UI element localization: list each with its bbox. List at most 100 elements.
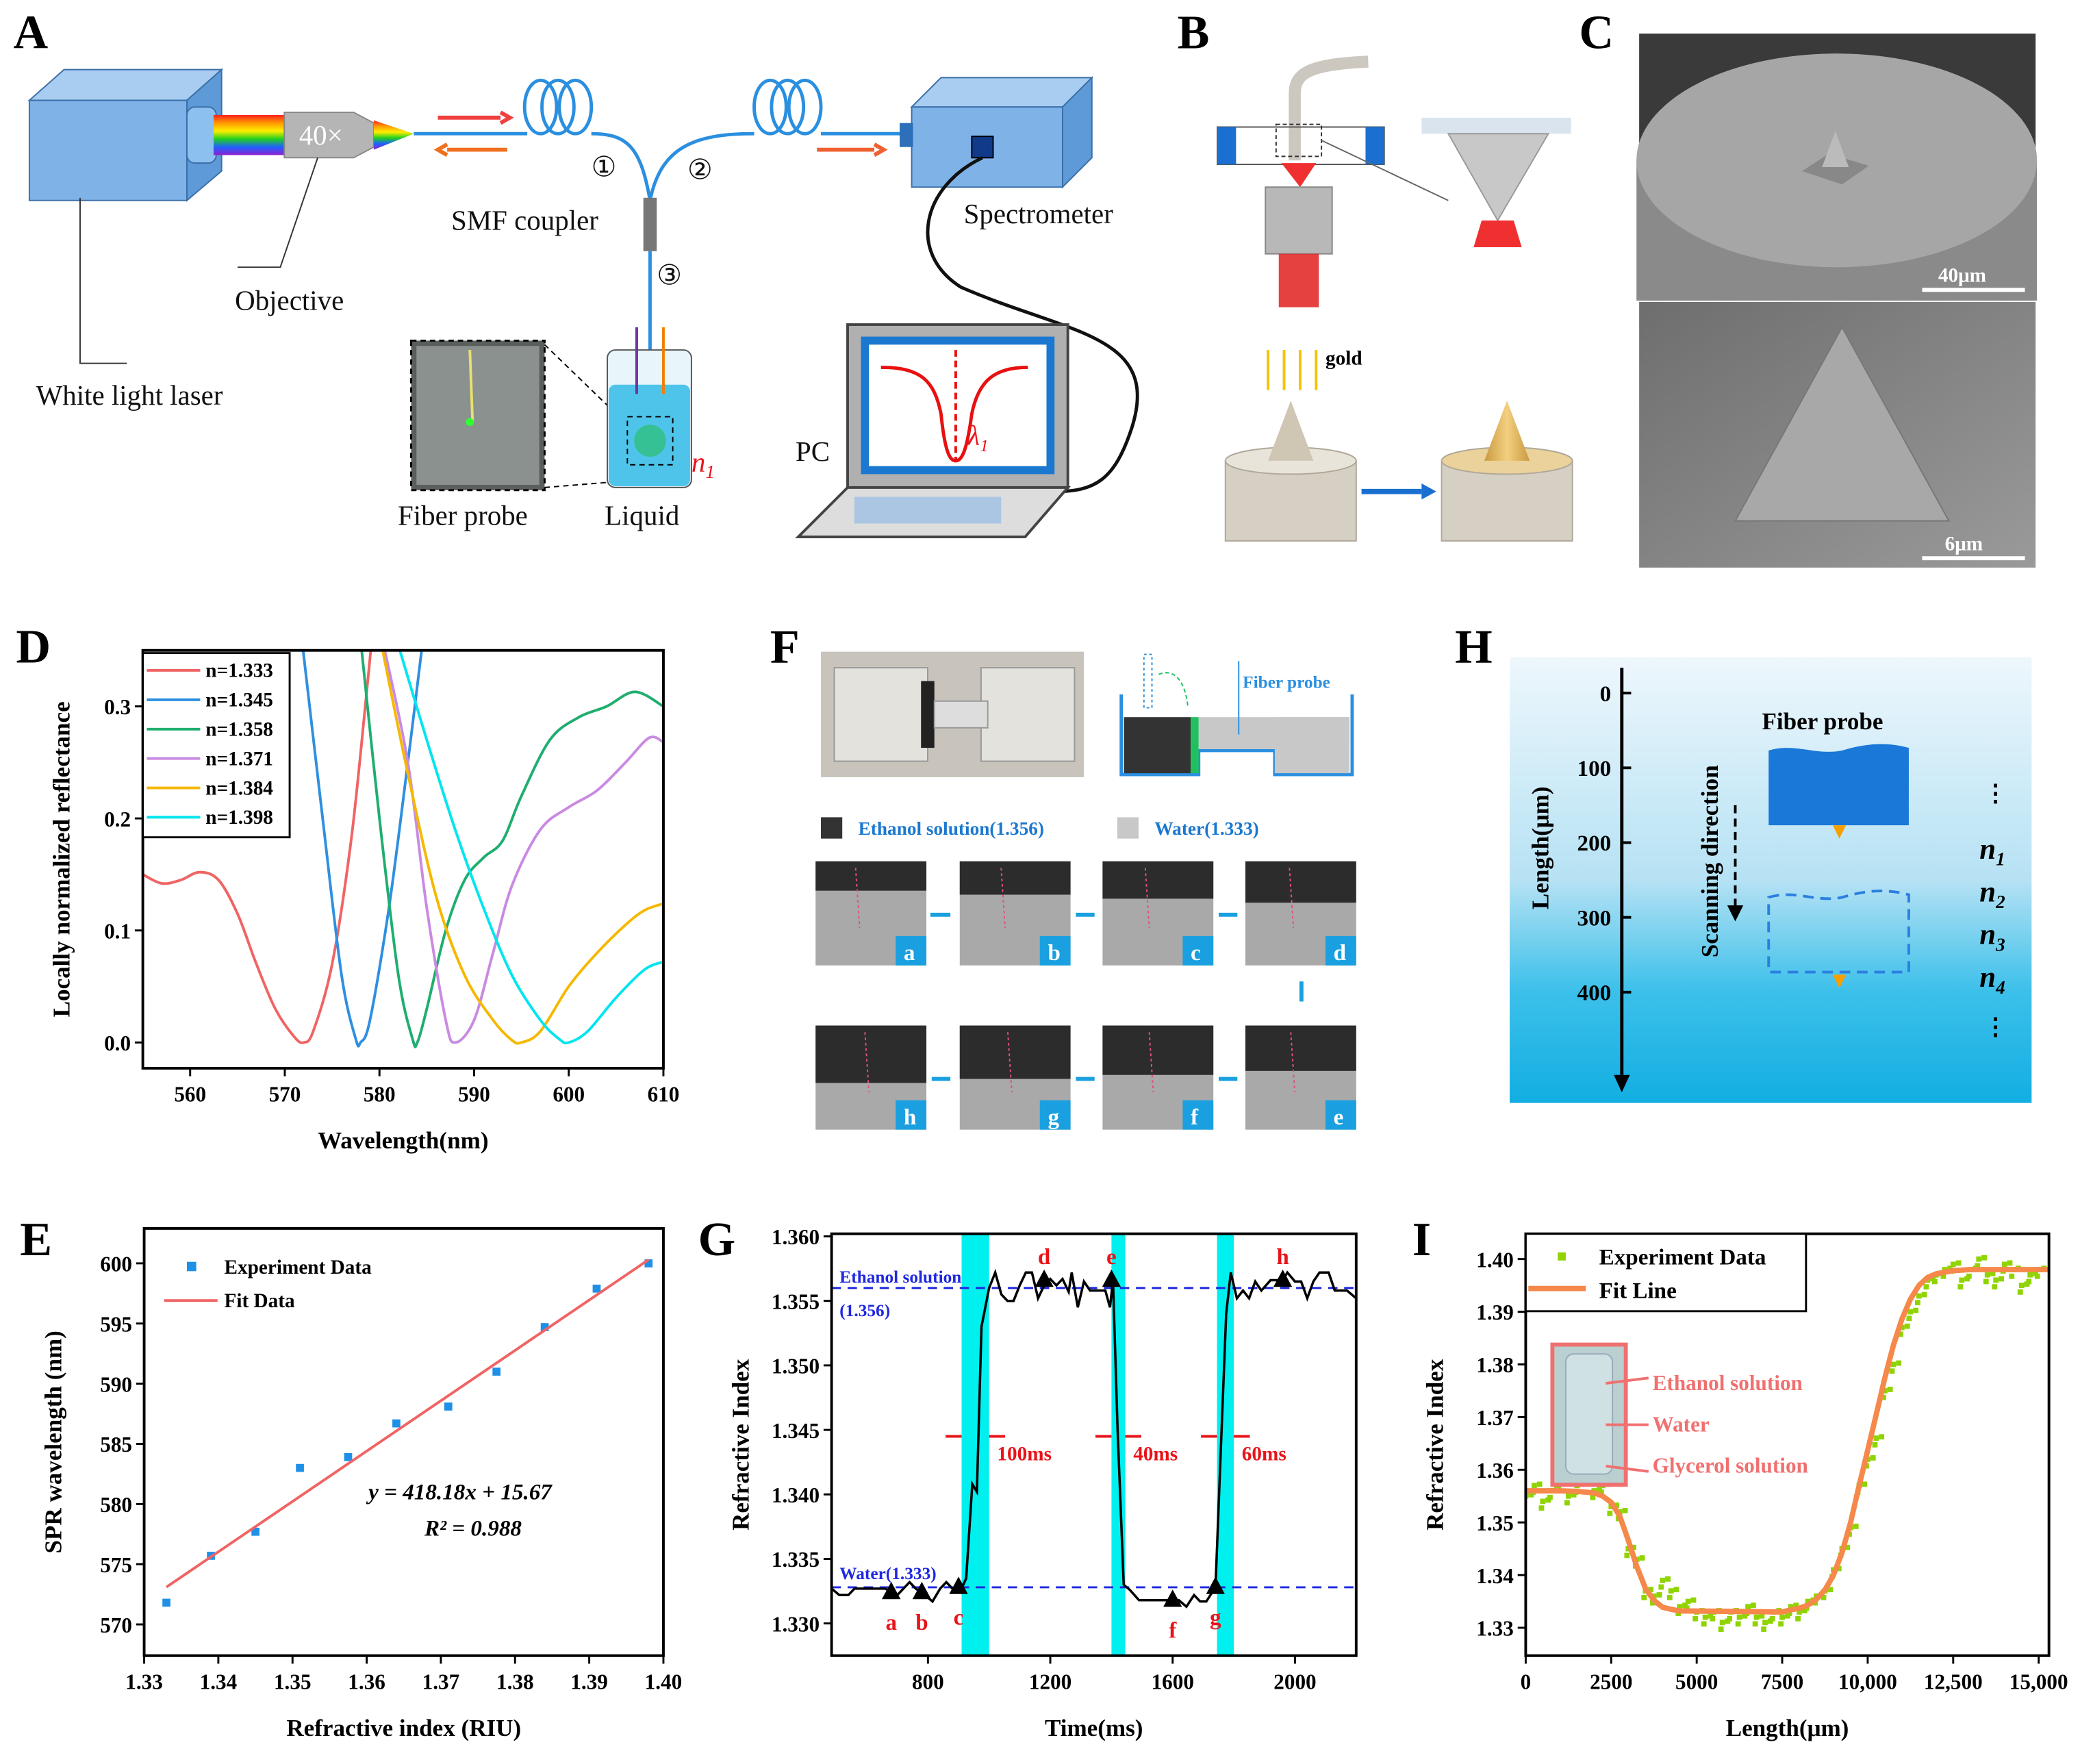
data-point: [1881, 1388, 1888, 1394]
x-tick-label: 600: [553, 1083, 585, 1107]
data-point-cloud: [1879, 1434, 1885, 1440]
flow-frame-g: g: [959, 1025, 1071, 1130]
legend-swatch-water: [1117, 817, 1139, 839]
data-point: [1753, 1614, 1760, 1620]
data-point: [1976, 1256, 1982, 1262]
frame-label-box: [1182, 1100, 1214, 1130]
data-point-cloud: [1915, 1300, 1920, 1306]
legend-ethanol: Ethanol solution(1.356): [859, 818, 1044, 839]
legend-entry: Experiment Data: [1599, 1245, 1766, 1270]
data-point-cloud: [2009, 1273, 2015, 1279]
data-point-cloud: [1665, 1576, 1671, 1582]
data-point-cloud: [1889, 1368, 1895, 1374]
legend-entry: n=1.345: [205, 690, 273, 711]
x-tick-label: 7500: [1761, 1670, 1803, 1694]
y-tick-label: 1.36: [1476, 1459, 1514, 1483]
y-tick-label: 595: [100, 1312, 132, 1336]
marker-label: b: [915, 1610, 928, 1635]
frame-label: b: [1048, 940, 1060, 966]
data-point-cloud: [1975, 1263, 1981, 1269]
y-tick-label: 1.360: [772, 1225, 820, 1249]
panel-label-a: A: [13, 5, 48, 59]
data-point-cloud: [1614, 1502, 1619, 1509]
y-tick-label: 1.330: [772, 1612, 820, 1636]
data-point: [2027, 1272, 2033, 1278]
y-tick-label: 1.37: [1476, 1406, 1514, 1430]
panel-a-setup: 40× White light laser Objective SMF coup…: [27, 68, 1139, 538]
h-tick-label: 200: [1577, 831, 1612, 856]
data-point-cloud: [2033, 1270, 2038, 1276]
probe-marker: [1006, 1032, 1013, 1093]
n-symbol: n: [1979, 961, 1996, 994]
probe-marker: [1148, 1032, 1154, 1093]
data-point: [1916, 1293, 1922, 1299]
data-point-cloud: [1708, 1613, 1714, 1619]
panel-b-fabrication: gold: [1217, 55, 1573, 542]
port-3-label: ③: [657, 260, 682, 291]
n-symbol: n: [1979, 833, 1996, 866]
legend-entry: Fit Data: [225, 1290, 295, 1312]
data-point-cloud: [1684, 1605, 1690, 1611]
objective-magnification: 40×: [299, 120, 343, 151]
data-point: [1677, 1604, 1683, 1610]
marker-triangle: [949, 1576, 968, 1594]
probe-marker: [1144, 868, 1150, 929]
duration-label: 40ms: [1133, 1444, 1178, 1465]
plot-area: [142, 650, 663, 1048]
marker-triangle: [1206, 1576, 1225, 1594]
probe-marker: [1289, 868, 1295, 929]
marker-triangle: [1273, 1269, 1293, 1287]
data-point: [1805, 1598, 1811, 1604]
inset-leader: [1606, 1465, 1649, 1473]
legend-entry: Fit Line: [1599, 1278, 1677, 1303]
panel-label-f: F: [770, 620, 800, 673]
spectrometer-label: Spectrometer: [964, 199, 1114, 229]
legend-entry: n=1.358: [205, 719, 273, 741]
frame-label: d: [1334, 940, 1347, 966]
ethanol-region: [1245, 861, 1356, 903]
ethanol-region: [815, 861, 927, 891]
axis-arrow-icon: [1614, 1074, 1630, 1093]
ethanol-region: [1245, 1025, 1356, 1071]
series-line-1: [301, 650, 423, 1048]
laser-label: White light laser: [36, 380, 223, 411]
data-point-cloud: [1759, 1613, 1765, 1619]
data-point-cloud: [1750, 1602, 1756, 1609]
legend-entry: n=1.384: [205, 777, 273, 799]
ellipsis-bottom: ⋮: [1983, 1013, 2007, 1040]
data-point-cloud: [1870, 1455, 1876, 1461]
ethanol-region: [1102, 861, 1214, 899]
data-point-cloud: [1590, 1494, 1596, 1500]
marker-triangle: [1163, 1589, 1182, 1607]
data-point: [1702, 1614, 1708, 1620]
data-point: [2018, 1283, 2025, 1288]
data-point-cloud: [1769, 1615, 1775, 1622]
data-point: [162, 1598, 170, 1607]
fiber-probe-inset: [410, 339, 628, 492]
data-point-cloud: [1921, 1292, 1927, 1298]
frame-label-box: [1182, 935, 1214, 966]
ellipsis-top: ⋮: [1983, 780, 2007, 807]
x-tick-label: 1.35: [274, 1670, 312, 1694]
data-point-cloud: [2017, 1289, 2023, 1295]
gold-deposition-arrows-icon: [1267, 350, 1318, 390]
data-point-cloud: [1947, 1265, 1953, 1271]
data-point-cloud: [1827, 1587, 1834, 1593]
data-point-cloud: [1940, 1273, 1946, 1279]
data-point-cloud: [1666, 1595, 1673, 1600]
focused-beam: [373, 120, 414, 150]
x-tick-label: 570: [269, 1083, 301, 1107]
series-line-1: [165, 1259, 650, 1589]
data-point-cloud: [1778, 1621, 1784, 1627]
data-point-cloud: [2007, 1260, 2013, 1266]
y-tick-label: 1.345: [772, 1419, 820, 1443]
h-fiber-probe-label: Fiber probe: [1762, 708, 1883, 735]
series-line-3: [383, 650, 663, 1044]
frame-label-box: [896, 1100, 927, 1130]
series-line-0: [142, 650, 372, 1044]
data-point-cloud: [1853, 1524, 1859, 1529]
frame-label: e: [1334, 1105, 1344, 1130]
